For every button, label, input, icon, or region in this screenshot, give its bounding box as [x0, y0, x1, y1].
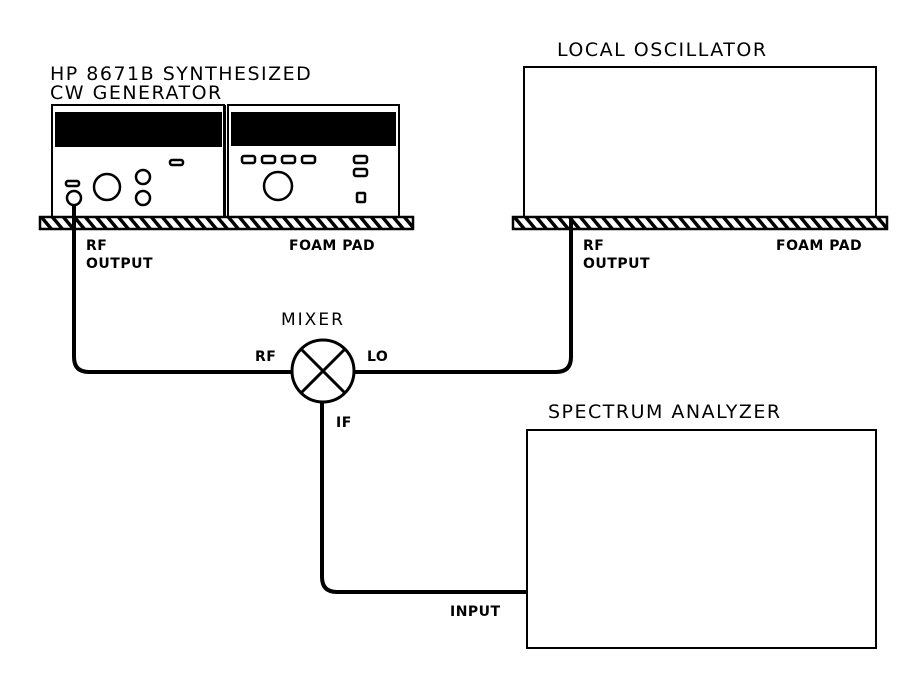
generator-function-key[interactable]: [280, 154, 297, 165]
signal-generator-title-line-1: HP 8671B SYNTHESIZED: [50, 63, 312, 85]
generator-foam-pad-label: FOAM PAD: [289, 238, 375, 254]
generator-indicator-button[interactable]: [168, 158, 185, 167]
spectrum-analyzer: SPECTRUM ANALYZER INPUT: [450, 401, 877, 649]
generator-foam-pad: [38, 215, 415, 231]
mixer-title: MIXER: [281, 310, 345, 330]
spectrum-analyzer-input-label: INPUT: [450, 604, 501, 620]
generator-right-display: [231, 112, 396, 146]
rf-cable[interactable]: [72, 205, 292, 374]
cables: [72, 205, 573, 594]
signal-generator-title-line-2: CW GENERATOR: [50, 82, 223, 104]
local-oscillator-chassis: [523, 66, 877, 218]
generator-frequency-knob[interactable]: [92, 172, 122, 202]
generator-rf-output-label-line-1: RF: [86, 238, 107, 254]
local-oscillator-foam-pad-label: FOAM PAD: [776, 238, 862, 254]
mixer: MIXER RF LO IF: [255, 310, 388, 431]
if-cable[interactable]: [320, 401, 527, 594]
generator-side-key[interactable]: [352, 154, 369, 165]
generator-function-key[interactable]: [240, 154, 257, 165]
spectrum-analyzer-chassis: [526, 429, 877, 649]
lo-cable[interactable]: [354, 217, 573, 374]
generator-function-key[interactable]: [300, 154, 317, 165]
signal-generator: HP 8671B SYNTHESIZED CW GENERATOR: [38, 63, 415, 272]
generator-rf-output-label-line-2: OUTPUT: [86, 256, 153, 272]
generator-rf-output-connector[interactable]: [65, 189, 83, 207]
generator-left-module: [51, 104, 225, 218]
generator-tuning-knob[interactable]: [262, 170, 294, 202]
local-oscillator-foam-pad: [511, 215, 889, 231]
mixer-rf-port-label: RF: [255, 349, 276, 365]
generator-right-module: [227, 104, 400, 218]
local-oscillator-title: LOCAL OSCILLATOR: [557, 39, 768, 61]
local-oscillator-rf-output-label-line-1: RF: [583, 238, 604, 254]
generator-function-key[interactable]: [260, 154, 277, 165]
mixer-cross-icon: [299, 347, 347, 395]
mixer-lo-port-label: LO: [367, 349, 388, 365]
generator-rf-on-button[interactable]: [64, 179, 81, 188]
mixer-if-port-label: IF: [336, 415, 352, 431]
generator-power-switch[interactable]: [355, 191, 367, 204]
spectrum-analyzer-title: SPECTRUM ANALYZER: [548, 401, 782, 423]
local-oscillator: LOCAL OSCILLATOR RF OUTPUT FOAM PAD: [511, 39, 889, 272]
local-oscillator-rf-output-label-line-2: OUTPUT: [583, 256, 650, 272]
generator-left-display: [55, 112, 222, 147]
generator-small-knob-upper[interactable]: [134, 168, 152, 186]
generator-side-key[interactable]: [352, 167, 369, 178]
generator-small-knob-lower[interactable]: [134, 189, 152, 207]
